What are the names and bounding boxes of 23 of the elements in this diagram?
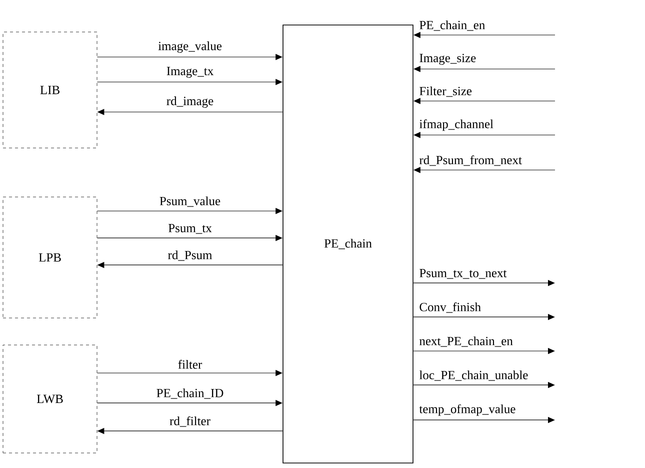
buffer-box: LWB: [2, 344, 98, 454]
edge-label: rd_filter: [170, 416, 210, 427]
edge-label: next_PE_chain_en: [419, 336, 513, 347]
module-box: PE_chain: [282, 24, 414, 464]
edge-label: Psum_tx: [168, 224, 212, 234]
edge-label: Psum_value: [160, 196, 220, 207]
edge-label: filter: [178, 360, 202, 369]
edge-label: rd_Psum_from_next: [419, 155, 522, 166]
edge-label: loc_PE_chain_unable: [419, 370, 528, 381]
buffer-box: LPB: [2, 196, 98, 318]
edge-label: Conv_finish: [420, 302, 481, 313]
edge-label: PE_chain_en: [420, 20, 485, 31]
edge-label: temp_ofmap_value: [419, 404, 516, 416]
edge-label: rd_Psum: [168, 250, 212, 261]
edge-label: Image_size: [420, 54, 476, 65]
edge-label: image_value: [158, 41, 222, 53]
edge-label: ifmap_channel: [419, 119, 494, 131]
buffer-box: LIB: [2, 32, 98, 148]
edge-label: Psum_tx_to_next: [420, 269, 507, 279]
edge-label: Filter_size: [420, 86, 472, 97]
edge-label: rd_image: [166, 96, 214, 108]
edge-label: Image_tx: [166, 66, 214, 78]
edge-label: PE_chain_ID: [156, 388, 224, 399]
